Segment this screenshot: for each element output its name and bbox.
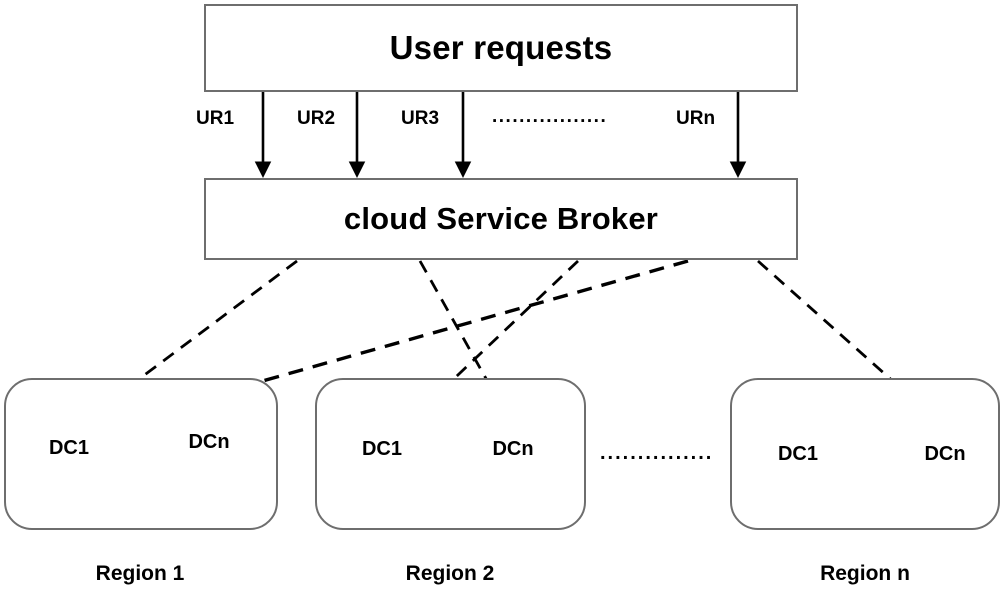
request-label-ur1: UR1 xyxy=(196,108,235,129)
region-box-region-n[interactable] xyxy=(730,378,1000,530)
cloud-service-broker-label: cloud Service Broker xyxy=(343,201,659,236)
allocation-arrow-to-region2-dcn xyxy=(418,260,509,419)
request-ellipsis: ................. xyxy=(492,106,608,127)
user-requests-label: User requests xyxy=(389,29,613,66)
request-arrows-group xyxy=(254,92,747,179)
region-caption-region-2: Region 2 xyxy=(405,562,495,585)
allocation-arrow-to-region1-dc1 xyxy=(108,259,298,402)
user-requests-box[interactable]: User requests xyxy=(204,4,798,92)
region-caption-region-n: Region n xyxy=(820,562,910,585)
allocation-arrow-to-region1-dcn xyxy=(216,259,689,399)
region-box-region-1[interactable] xyxy=(4,378,278,530)
cloud-service-broker-box[interactable]: cloud Service Broker xyxy=(204,178,798,260)
region-caption-region-1: Region 1 xyxy=(95,562,185,585)
request-label-urn: URn xyxy=(676,108,716,129)
region-box-region-2[interactable] xyxy=(315,378,586,530)
request-label-ur2: UR2 xyxy=(297,108,336,129)
allocation-arrow-to-regionn-dcn xyxy=(757,259,917,403)
region-ellipsis: ............... xyxy=(600,442,714,464)
request-label-ur3: UR3 xyxy=(401,108,440,129)
